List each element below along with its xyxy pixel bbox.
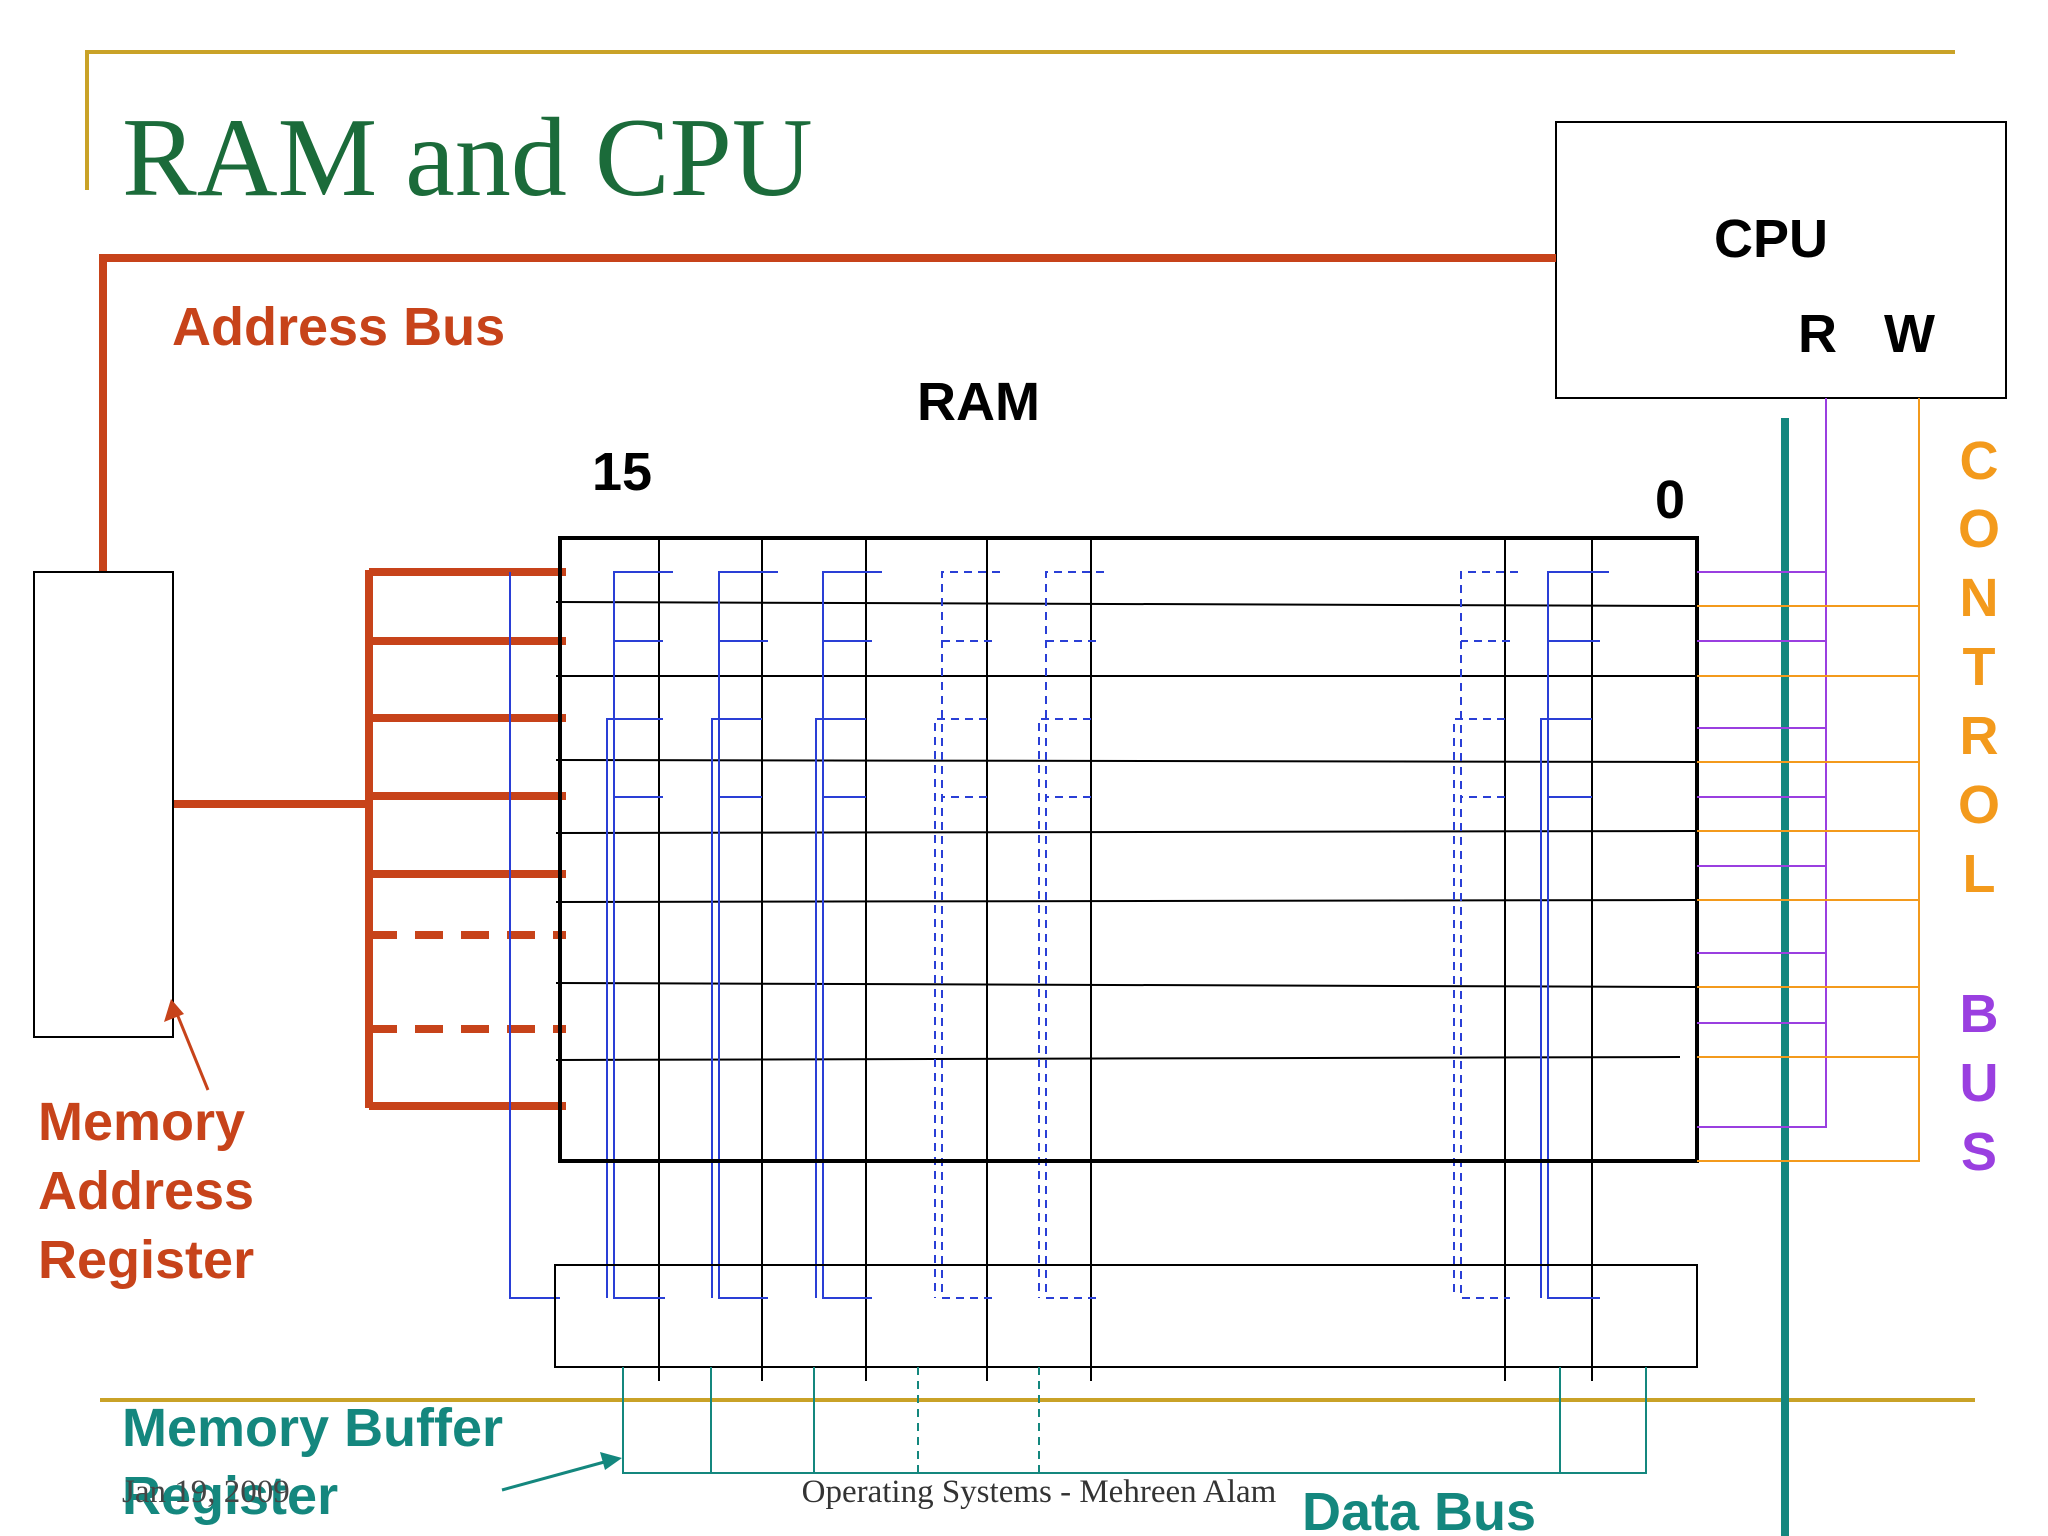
- control-letter-c: C: [1960, 431, 1999, 491]
- control-letter-o2: O: [1958, 775, 2000, 835]
- bit-0-label: 0: [1655, 470, 1685, 530]
- address-bus: [99, 254, 1556, 1110]
- mbr-label-line-2: Register: [122, 1466, 338, 1526]
- ram-row-lines: [555, 601, 1696, 1061]
- mar-arrowhead: [164, 999, 184, 1022]
- control-letter-n: N: [1960, 568, 1999, 628]
- ram-label: RAM: [917, 372, 1040, 432]
- memory-address-register-label: Memory Address Register: [38, 1092, 269, 1290]
- cpu-box: [1555, 121, 2007, 399]
- control-letter-t: T: [1963, 637, 1996, 697]
- control-letter-l: L: [1963, 844, 1996, 904]
- mar-label-line-2: Address: [38, 1161, 254, 1221]
- memory-buffer-register-box: [554, 1264, 1698, 1368]
- ram-column-lines: [658, 538, 1593, 1381]
- data-bus-label: Data Bus: [1302, 1482, 1536, 1536]
- cpu-label: CPU: [1714, 209, 1828, 269]
- footer-text: Operating Systems - Mehreen Alam: [802, 1474, 1277, 1510]
- mar-arrow: [171, 1003, 210, 1091]
- control-bus-label: C O N T R O L: [1958, 431, 2000, 904]
- control-bus-read: [1697, 398, 1827, 1128]
- bit-15-label: 15: [592, 442, 652, 502]
- memory-cell-wiring: [509, 571, 1609, 1299]
- control-bus-write: [1697, 398, 1920, 1162]
- mbr-arrowhead: [600, 1452, 622, 1470]
- write-signal-label: W: [1884, 304, 1935, 364]
- control-letter-o1: O: [1958, 499, 2000, 559]
- mar-label-line-3: Register: [38, 1230, 254, 1290]
- memory-buffer-register-label: Memory Buffer Register: [122, 1398, 518, 1526]
- memory-cell-wiring-elided: [934, 571, 1518, 1299]
- ram-box: [558, 536, 1699, 1163]
- read-signal-label: R: [1798, 304, 1837, 364]
- slide-frame: [85, 50, 1975, 1402]
- bus-label: B U S: [1960, 984, 1999, 1182]
- slide-title: RAM and CPU: [122, 96, 813, 220]
- data-bus: [501, 418, 1789, 1536]
- control-letter-r: R: [1960, 706, 1999, 766]
- mbr-label-line-1: Memory Buffer: [122, 1398, 503, 1458]
- footer-date: Jan 19, 2009: [122, 1474, 290, 1510]
- bus-letter-s: S: [1961, 1122, 1997, 1182]
- bus-letter-u: U: [1960, 1053, 1999, 1113]
- bus-letter-b: B: [1960, 984, 1999, 1044]
- mar-label-line-1: Memory: [38, 1092, 245, 1152]
- memory-address-register-box: [33, 571, 174, 1038]
- address-bus-label: Address Bus: [172, 297, 505, 357]
